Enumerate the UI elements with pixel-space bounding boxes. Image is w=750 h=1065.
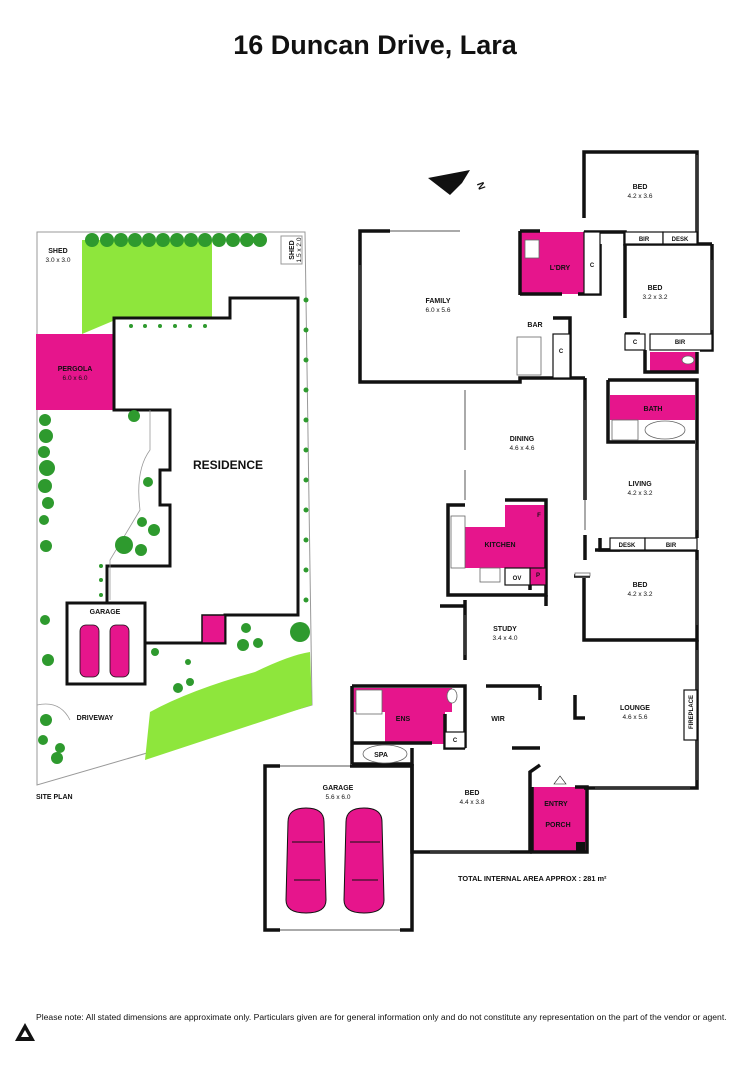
compass: N <box>428 170 487 195</box>
fireplace-label: FIREPLACE <box>689 695 695 729</box>
room-study-dims: 3.4 x 4.0 <box>493 635 518 642</box>
room-dining-dims: 4.6 x 4.6 <box>510 445 535 452</box>
room-family-dims: 6.0 x 5.6 <box>426 307 451 314</box>
shed2-dims: 1.5 x 2.0 <box>296 237 303 262</box>
entry-arrow-icon <box>553 775 567 785</box>
site-plan: SHED 3.0 x 3.0 SHED 1.5 x 2.0 PERGOLA 6.… <box>36 231 313 786</box>
room-study-name: STUDY <box>493 626 517 633</box>
room-bed2-dims: 3.2 x 3.2 <box>643 294 668 301</box>
room-kitchen: KITCHEN <box>484 542 515 549</box>
compass-letter: N <box>474 181 487 192</box>
c-label-2: C <box>633 340 638 346</box>
pergola-dims: 6.0 x 6.0 <box>63 375 88 382</box>
kitchen-fill <box>465 505 546 585</box>
trees <box>38 233 310 764</box>
page-title: 16 Duncan Drive, Lara <box>233 30 517 60</box>
pergola-name: PERGOLA <box>58 366 93 373</box>
desk-label-2: DESK <box>619 543 636 549</box>
room-entry: ENTRY <box>544 801 568 808</box>
room-living-dims: 4.2 x 3.2 <box>628 490 653 497</box>
c-label-1: C <box>590 263 595 269</box>
total-area: TOTAL INTERNAL AREA APPROX : 281 m² <box>458 874 607 883</box>
room-wir: WIR <box>491 716 505 723</box>
room-dining-name: DINING <box>510 436 535 443</box>
pergola <box>36 334 114 410</box>
desk-label-1: DESK <box>672 237 689 243</box>
shed1-name: SHED <box>48 248 67 255</box>
room-bath: BATH <box>644 406 663 413</box>
closets <box>444 231 713 749</box>
site-garage-label: GARAGE <box>90 609 121 616</box>
disclaimer: Please note: All stated dimensions are a… <box>36 1012 727 1022</box>
site-garage-cars <box>79 624 130 678</box>
p-label: P <box>536 573 540 579</box>
room-living-name: LIVING <box>628 481 652 488</box>
room-garage-name: GARAGE <box>323 785 354 792</box>
shed1-dims: 3.0 x 3.0 <box>46 257 71 264</box>
driveway-label: DRIVEWAY <box>77 715 114 722</box>
room-family-name: FAMILY <box>425 298 450 305</box>
driveway-edge <box>36 703 71 721</box>
f-label: F <box>537 513 541 519</box>
room-bed1-name: BED <box>633 184 648 191</box>
site-porch <box>201 614 226 644</box>
brand-logo-icon <box>15 1023 35 1041</box>
room-lounge-name: LOUNGE <box>620 705 650 712</box>
room-bed3-name: BED <box>633 582 648 589</box>
ov-label: OV <box>513 576 522 582</box>
highlight-areas <box>352 232 696 851</box>
room-laundry: L'DRY <box>550 265 571 272</box>
bir-label-2: BIR <box>675 340 686 346</box>
room-spa: SPA <box>374 752 388 759</box>
porch-fill <box>532 787 587 851</box>
bir-label-1: BIR <box>639 237 650 243</box>
shed2-name: SHED <box>289 240 296 259</box>
site-plan-label: SITE PLAN <box>36 794 73 801</box>
shed-small <box>280 235 303 265</box>
windows <box>280 155 713 931</box>
room-lounge-dims: 4.6 x 5.6 <box>623 714 648 721</box>
room-bed1-dims: 4.2 x 3.6 <box>628 193 653 200</box>
room-garage-dims: 5.6 x 6.0 <box>326 794 351 801</box>
room-ens: ENS <box>396 716 411 723</box>
porch-step <box>576 842 585 851</box>
garage-cars <box>285 807 385 914</box>
c-label-3: C <box>559 349 564 355</box>
garden-path <box>109 410 151 600</box>
room-porch: PORCH <box>545 822 570 829</box>
bir-label-3: BIR <box>666 543 677 549</box>
residence-label: RESIDENCE <box>193 458 263 472</box>
bath-fill <box>610 395 695 420</box>
room-bed4-name: BED <box>465 790 480 797</box>
fixtures <box>355 239 695 764</box>
lawn-back <box>82 240 212 334</box>
room-bed4-dims: 4.4 x 3.8 <box>460 799 485 806</box>
c-label-4: C <box>453 738 458 744</box>
lawn-front <box>145 652 312 760</box>
room-bed2-name: BED <box>648 285 663 292</box>
room-bar: BAR <box>527 322 542 329</box>
room-bed3-dims: 4.2 x 3.2 <box>628 591 653 598</box>
house-floor-plan: BED 4.2 x 3.6 BED 3.2 x 3.2 FAMILY 6.0 x… <box>263 150 714 932</box>
